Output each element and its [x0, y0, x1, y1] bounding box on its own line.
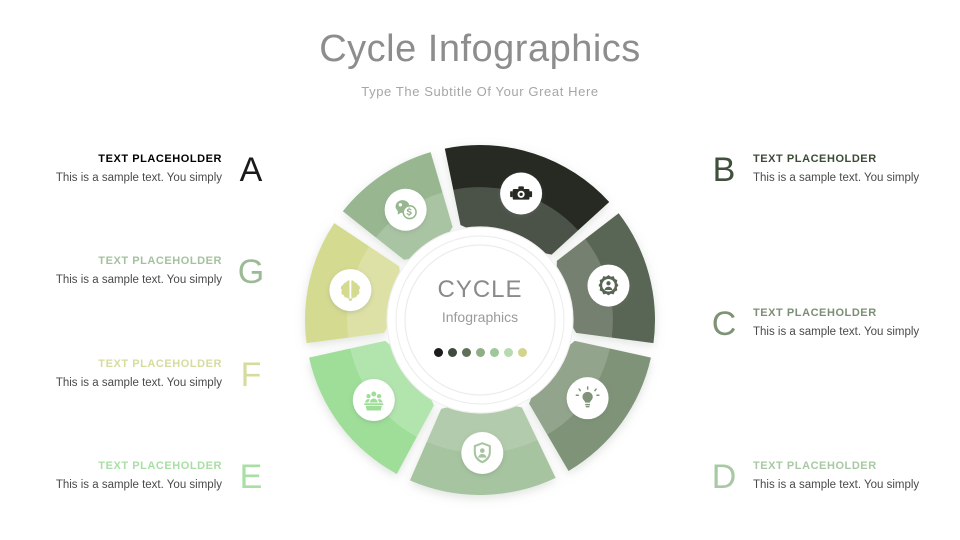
wheel-segment-d[interactable] — [409, 398, 556, 495]
segment-icon-badge-c[interactable] — [566, 377, 609, 420]
entry-f-sample: This is a sample text. You simply — [55, 377, 222, 389]
entry-a-placeholder: TEXT PLACEHOLDER — [98, 153, 222, 165]
entry-g-sample: This is a sample text. You simply — [55, 274, 222, 286]
entry-e-sample: This is a sample text. You simply — [55, 479, 222, 491]
lightbulb-idea-icon — [575, 386, 600, 408]
brain-icon — [340, 280, 360, 301]
entry-b-letter: B — [712, 151, 736, 189]
hub-rings — [386, 226, 574, 414]
entry-d-sample: This is a sample text. You simply — [753, 479, 920, 491]
segment-inner-band — [426, 398, 538, 453]
cycle-wheel-diagram — [293, 143, 667, 498]
page-title: Cycle Infographics — [319, 28, 641, 70]
segment-icon-badge-g[interactable] — [384, 188, 427, 231]
entry-b[interactable]: B TEXT PLACEHOLDER This is a sample text… — [707, 153, 937, 187]
segment-icon-badge-a[interactable] — [500, 172, 543, 215]
entry-c[interactable]: C TEXT PLACEHOLDER This is a sample text… — [707, 307, 937, 341]
entry-g-letter: G — [237, 253, 265, 291]
segment-icon-badge-e[interactable] — [352, 379, 395, 422]
segment-icon-badge-f[interactable] — [329, 269, 372, 312]
entry-c-letter: C — [711, 305, 737, 343]
entry-f-placeholder: TEXT PLACEHOLDER — [98, 358, 222, 370]
entry-g[interactable]: TEXT PLACEHOLDER This is a sample text. … — [40, 255, 268, 289]
shield-person-icon — [473, 442, 491, 464]
entry-a[interactable]: TEXT PLACEHOLDER This is a sample text. … — [40, 153, 268, 187]
entry-e-placeholder: TEXT PLACEHOLDER — [98, 460, 222, 472]
page-subtitle: Type The Subtitle Of Your Great Here — [361, 84, 599, 99]
entry-b-sample: This is a sample text. You simply — [753, 172, 920, 184]
entry-a-sample: This is a sample text. You simply — [55, 172, 222, 184]
entry-a-letter: A — [239, 151, 263, 189]
team-presentation-icon — [364, 391, 384, 411]
gear-user-icon — [598, 275, 619, 296]
entry-d-placeholder: TEXT PLACEHOLDER — [753, 460, 877, 472]
segment-icon-badge-b[interactable] — [587, 264, 630, 307]
entry-c-placeholder: TEXT PLACEHOLDER — [753, 307, 877, 319]
entry-c-sample: This is a sample text. You simply — [753, 326, 920, 338]
entry-g-placeholder: TEXT PLACEHOLDER — [98, 255, 222, 267]
entry-e[interactable]: TEXT PLACEHOLDER This is a sample text. … — [40, 460, 268, 494]
money-coins-icon — [395, 200, 417, 220]
entry-d-letter: D — [711, 458, 737, 496]
entry-e-letter: E — [239, 458, 263, 496]
segment-icon-badge-d[interactable] — [461, 431, 504, 474]
segment-inner-band — [453, 187, 579, 255]
entry-f[interactable]: TEXT PLACEHOLDER This is a sample text. … — [40, 358, 268, 392]
entry-d[interactable]: D TEXT PLACEHOLDER This is a sample text… — [707, 460, 937, 494]
entry-b-placeholder: TEXT PLACEHOLDER — [753, 153, 877, 165]
camera-icon — [510, 186, 533, 200]
entry-f-letter: F — [240, 356, 262, 394]
